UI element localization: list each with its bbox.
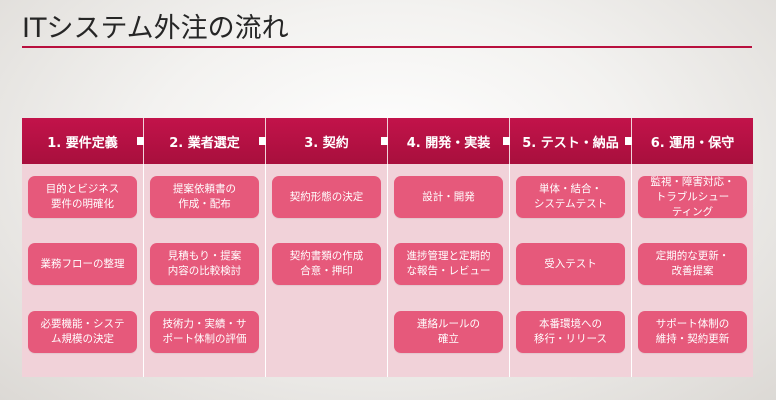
column-divider — [143, 164, 144, 377]
page-title: ITシステム外注の流れ — [22, 13, 289, 44]
step-header-4: 4. 開発・実装 — [388, 118, 509, 164]
task-card: 進捗管理と定期的 な報告・レビュー — [394, 243, 503, 285]
arrow-shaft — [137, 137, 145, 145]
title-divider — [22, 46, 752, 48]
arrow-shaft — [625, 137, 633, 145]
process-flow-board: 1. 要件定義目的とビジネス 要件の明確化業務フローの整理必要機能・システ ム規… — [22, 118, 753, 377]
task-card: 定期的な更新・ 改善提案 — [638, 243, 747, 285]
task-card: サポート体制の 維持・契約更新 — [638, 311, 747, 353]
column-divider — [509, 164, 510, 377]
arrow-shaft — [381, 137, 389, 145]
task-card: 本番環境への 移行・リリース — [516, 311, 625, 353]
step-column-2: 2. 業者選定提案依頼書の 作成・配布見積もり・提案 内容の比較検討技術力・実績… — [144, 118, 265, 377]
step-column-3: 3. 契約契約形態の決定契約書類の作成 合意・押印 — [266, 118, 387, 377]
task-card: 提案依頼書の 作成・配布 — [150, 176, 259, 218]
task-card: 必要機能・システ ム規模の決定 — [28, 311, 137, 353]
task-card: 見積もり・提案 内容の比較検討 — [150, 243, 259, 285]
step-header-3: 3. 契約 — [266, 118, 387, 164]
task-card: 技術力・実績・サ ポート体制の評価 — [150, 311, 259, 353]
step-column-4: 4. 開発・実装設計・開発進捗管理と定期的 な報告・レビュー連絡ルールの 確立 — [388, 118, 509, 377]
step-header-1: 1. 要件定義 — [22, 118, 143, 164]
task-card: 目的とビジネス 要件の明確化 — [28, 176, 137, 218]
task-card: 設計・開発 — [394, 176, 503, 218]
step-header-6: 6. 運用・保守 — [632, 118, 753, 164]
arrow-shaft — [503, 137, 511, 145]
task-card: 監視・障害対応・ トラブルシュー ティング — [638, 176, 747, 218]
step-column-1: 1. 要件定義目的とビジネス 要件の明確化業務フローの整理必要機能・システ ム規… — [22, 118, 143, 377]
column-divider — [631, 164, 632, 377]
step-header-5: 5. テスト・納品 — [510, 118, 631, 164]
task-card: 連絡ルールの 確立 — [394, 311, 503, 353]
task-card: 業務フローの整理 — [28, 243, 137, 285]
task-card: 単体・結合・ システムテスト — [516, 176, 625, 218]
step-column-5: 5. テスト・納品単体・結合・ システムテスト受入テスト本番環境への 移行・リリ… — [510, 118, 631, 377]
step-column-6: 6. 運用・保守監視・障害対応・ トラブルシュー ティング定期的な更新・ 改善提… — [632, 118, 753, 377]
column-divider — [387, 164, 388, 377]
column-divider — [265, 164, 266, 377]
task-card: 受入テスト — [516, 243, 625, 285]
step-header-2: 2. 業者選定 — [144, 118, 265, 164]
task-card: 契約書類の作成 合意・押印 — [272, 243, 381, 285]
task-card: 契約形態の決定 — [272, 176, 381, 218]
arrow-shaft — [259, 137, 267, 145]
